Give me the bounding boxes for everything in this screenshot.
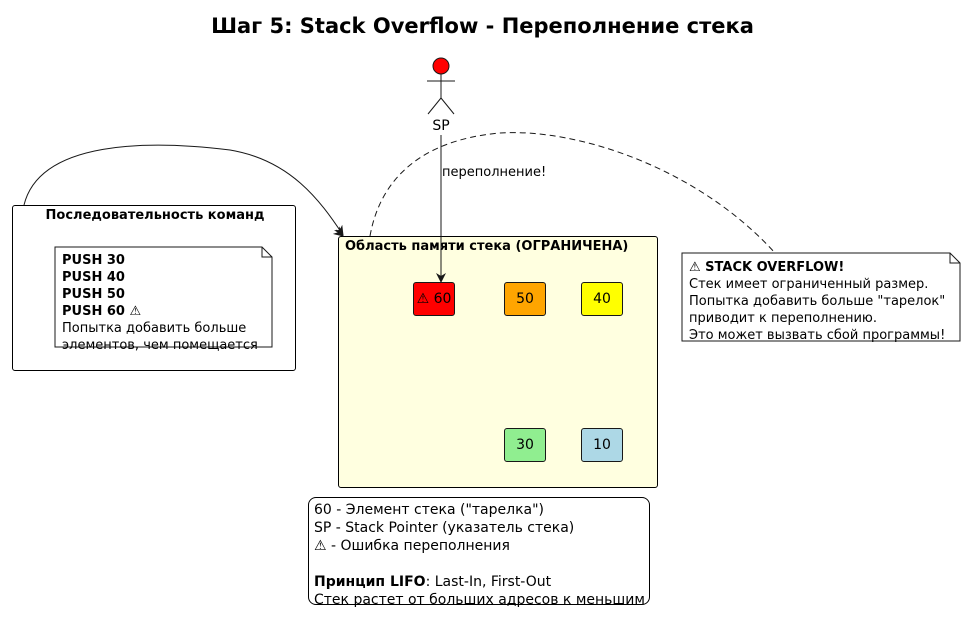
diagram-title: Шаг 5: Stack Overflow - Переполнение сте… — [211, 14, 754, 38]
commands-frame-title: Последовательность команд — [45, 208, 265, 223]
warning-note-shape — [681, 252, 961, 342]
commands-note: PUSH 30 PUSH 40 PUSH 50 PUSH 60 ⚠ Попытк… — [62, 252, 258, 354]
legend-principle-bold: Принцип LIFO — [314, 574, 426, 590]
warning-line: Стек имеет ограниченный размер. — [689, 277, 929, 292]
warning-heading: ⚠ STACK OVERFLOW! — [689, 260, 845, 275]
warning-note: ⚠ STACK OVERFLOW! Стек имеет ограниченны… — [689, 259, 945, 344]
legend-principle: Принцип LIFO: Last-In, First-Out — [314, 573, 644, 591]
stack-memory-frame-title: Область памяти стека (ОГРАНИЧЕНА) — [345, 239, 629, 254]
sp-actor-label: SP — [432, 118, 450, 134]
command-note-line: Попытка добавить больше — [62, 321, 247, 336]
warning-line: приводит к переполнению. — [689, 311, 877, 326]
overflow-edge-label: переполнение! — [442, 165, 547, 180]
command-line: PUSH 30 — [62, 253, 125, 268]
command-note-line: элементов, чем помещается — [62, 338, 258, 353]
stack-cell-60: ⚠ 60 — [413, 282, 455, 316]
command-line: PUSH 60 ⚠ — [62, 304, 142, 319]
stack-cell-30: 30 — [504, 428, 546, 462]
stack-cell-50: 50 — [504, 282, 546, 316]
command-line: PUSH 50 — [62, 287, 125, 302]
legend-spacer — [314, 555, 644, 573]
commands-to-memory-arrow — [23, 144, 344, 236]
legend-line: Стек растет от больших адресов к меньшим — [314, 592, 645, 608]
sp-actor-icon — [427, 57, 455, 115]
warning-line: Попытка добавить больше "тарелок" — [689, 294, 946, 309]
legend: 60 - Элемент стека ("тарелка") SP - Stac… — [308, 497, 650, 608]
legend-line: 60 - Элемент стека ("тарелка") — [314, 502, 545, 518]
legend-line: SP - Stack Pointer (указатель стека) — [314, 520, 575, 536]
warning-line: Это может вызвать сбой программы! — [689, 328, 946, 343]
note-connector — [369, 132, 776, 254]
legend-line: ⚠ - Ошибка переполнения — [314, 538, 510, 554]
legend-principle-rest: : Last-In, First-Out — [425, 574, 552, 590]
stack-cell-40: 40 — [581, 282, 623, 316]
command-line: PUSH 40 — [62, 270, 125, 285]
stack-cell-10: 10 — [581, 428, 623, 462]
